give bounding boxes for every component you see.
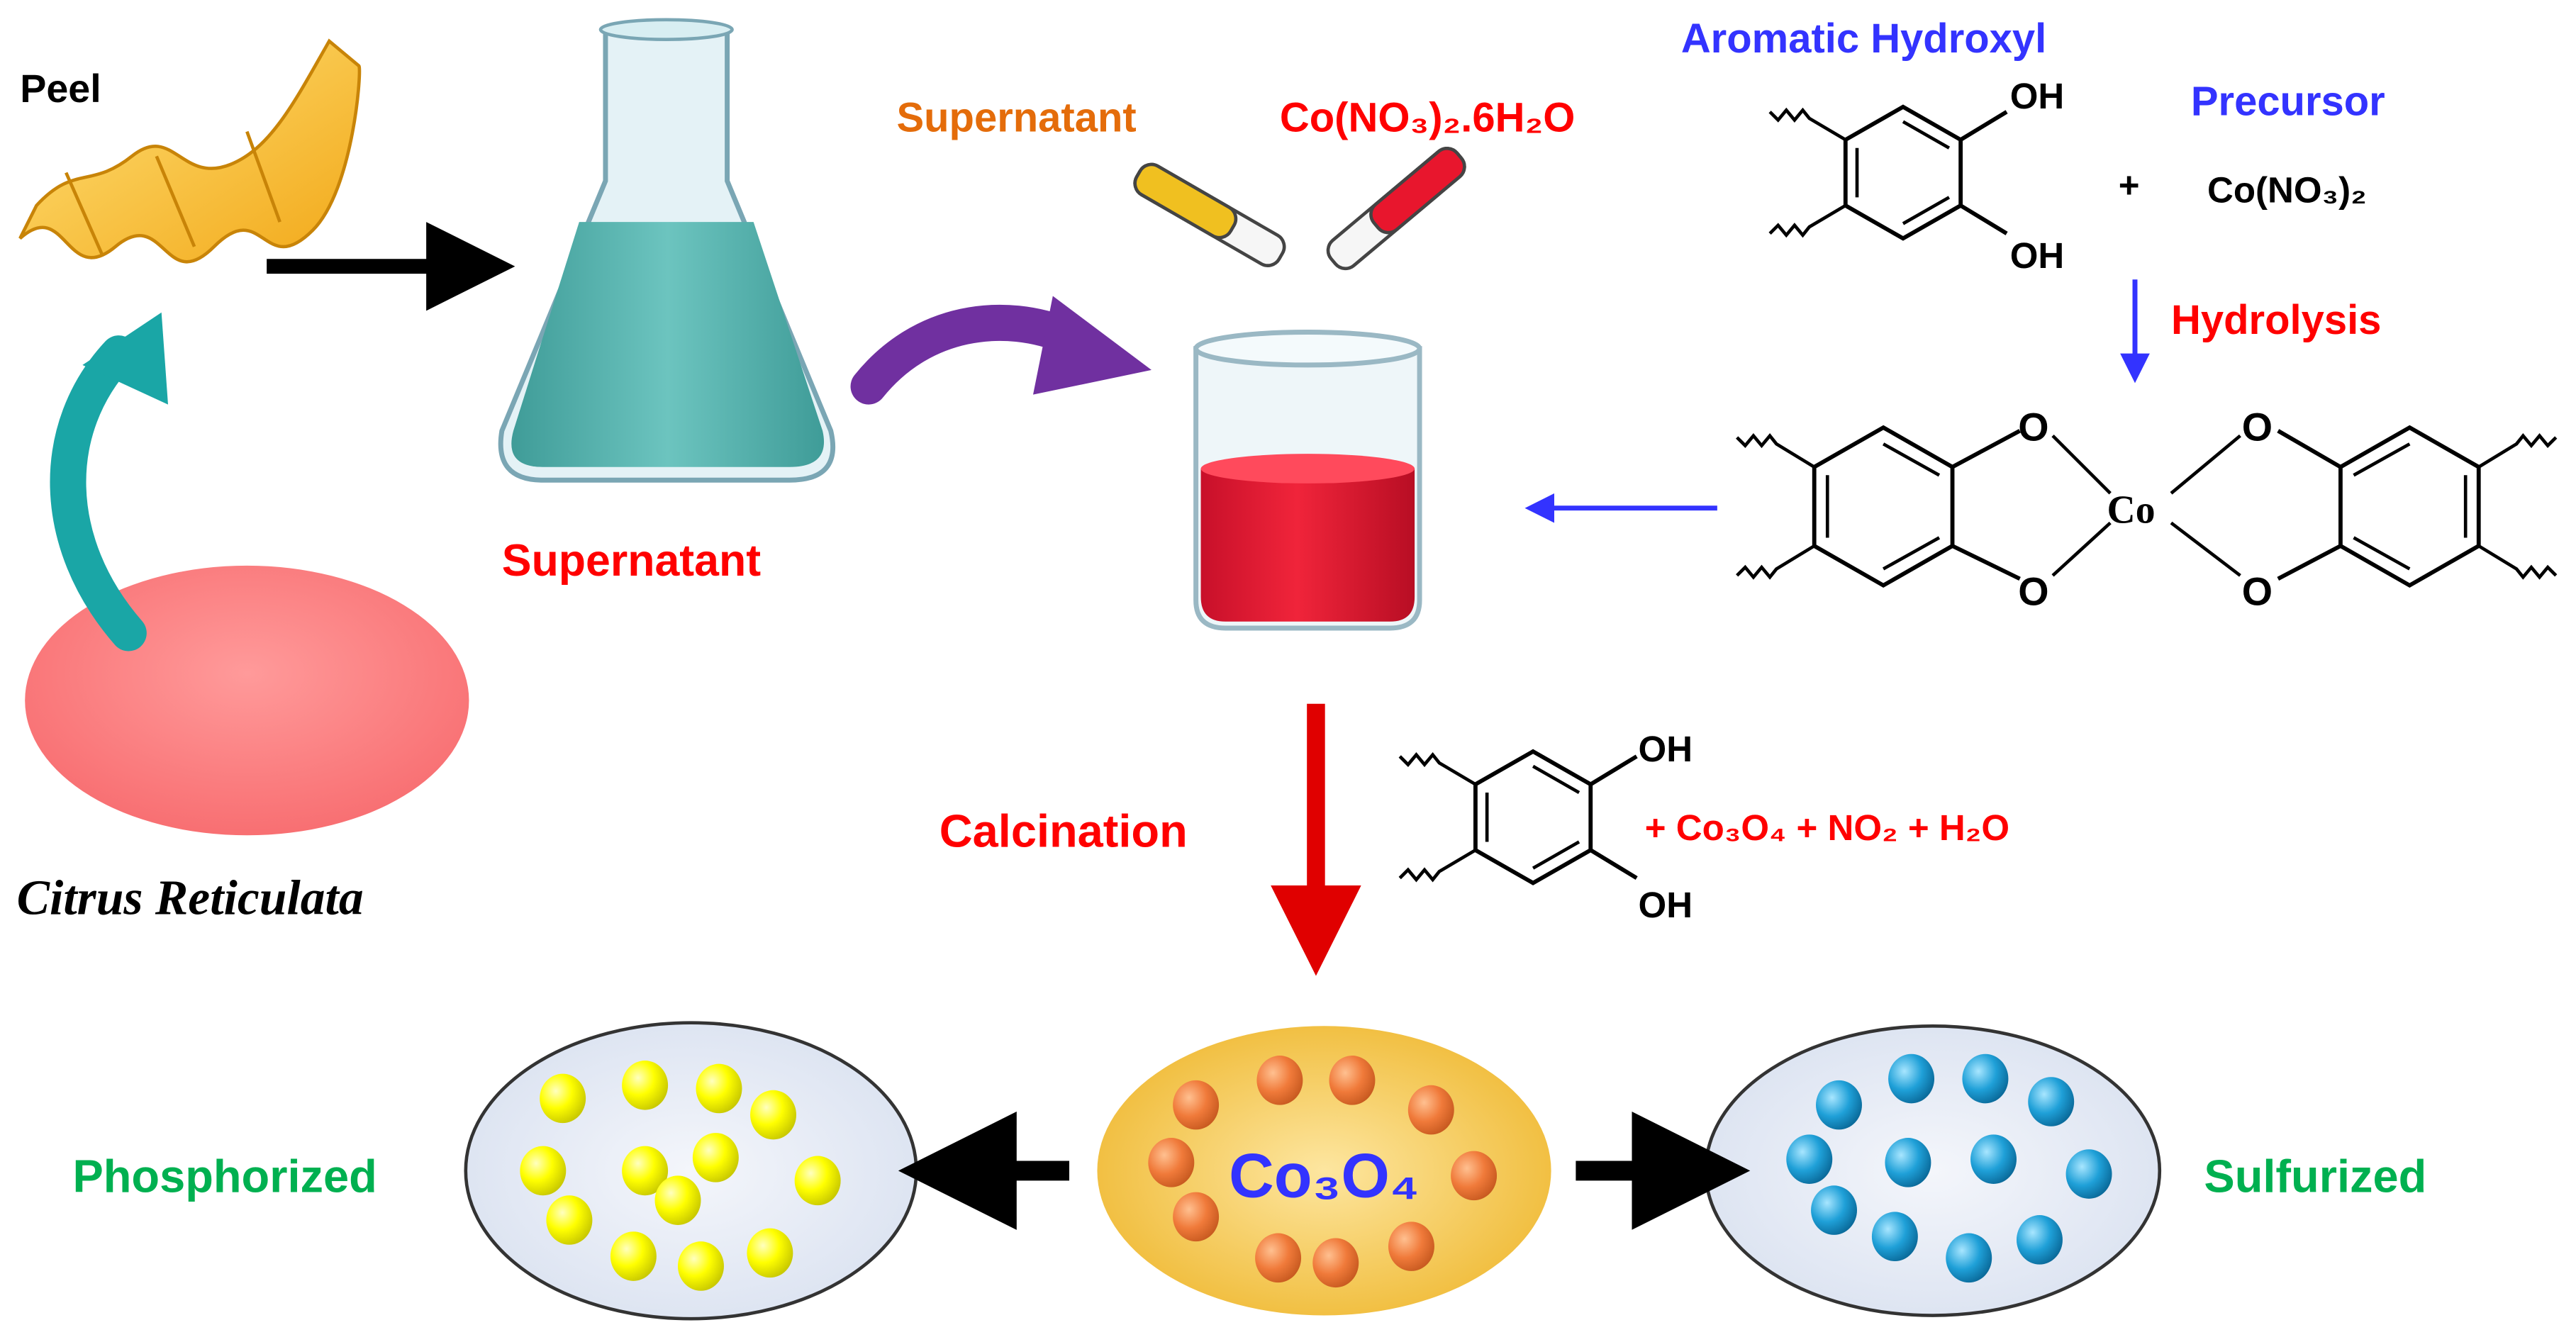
orange-particle xyxy=(1329,1056,1376,1105)
yellow-particle xyxy=(546,1195,593,1245)
orange-particle xyxy=(1407,1085,1454,1135)
complex-o-2: O xyxy=(2018,570,2048,614)
yellow-particle xyxy=(677,1241,724,1291)
blue-particle xyxy=(1946,1233,1992,1283)
catechol-structure-top xyxy=(1768,104,2008,241)
precursor-label: Precursor xyxy=(2191,79,2385,124)
orange-particle xyxy=(1173,1192,1220,1242)
blue-particle xyxy=(1816,1080,1862,1130)
complex-o-3: O xyxy=(2242,406,2273,449)
orange-particle xyxy=(1173,1080,1220,1130)
co-no3-2-label: Co(NO₃)₂ xyxy=(2207,169,2367,210)
blue-particle xyxy=(1811,1185,1858,1235)
orange-particle xyxy=(1148,1138,1195,1187)
co3o4-center-label: Co₃O₄ xyxy=(1229,1141,1420,1211)
blue-particles xyxy=(1786,1053,2112,1283)
yellow-particle xyxy=(520,1146,567,1196)
purple-curved-arrow xyxy=(850,296,1152,405)
sulfurized-label: Sulfurized xyxy=(2204,1151,2426,1202)
blue-particle xyxy=(1888,1053,1935,1104)
beaker-icon xyxy=(1193,330,1422,631)
orange-particle xyxy=(1312,1238,1359,1288)
citrus-label: Citrus Reticulata xyxy=(17,871,364,926)
aromatic-hydroxyl-label: Aromatic Hydroxyl xyxy=(1681,16,2046,62)
orange-particle xyxy=(1256,1056,1303,1105)
yellow-particles xyxy=(520,1061,841,1291)
yellow-particle xyxy=(540,1073,586,1124)
yellow-particle xyxy=(622,1146,669,1196)
orange-particle xyxy=(1451,1151,1498,1201)
complex-o-1: O xyxy=(2018,406,2048,449)
plus-sign: + xyxy=(2119,164,2140,205)
flask-icon xyxy=(498,18,836,483)
orange-particles xyxy=(1148,1056,1498,1288)
blue-particle xyxy=(2016,1215,2063,1265)
blue-particle xyxy=(1962,1053,2009,1104)
teal-curved-arrow xyxy=(50,312,168,652)
blue-particle xyxy=(2065,1149,2112,1199)
yellow-particle xyxy=(750,1090,796,1140)
yellow-particle xyxy=(794,1156,841,1206)
flask-supernatant-label: Supernatant xyxy=(502,536,761,586)
blue-particle xyxy=(1871,1212,1918,1261)
hydrolysis-label: Hydrolysis xyxy=(2171,298,2381,343)
orange-particle xyxy=(1388,1221,1434,1271)
blue-particle xyxy=(1786,1134,1833,1184)
oh-label-bottom-2: OH xyxy=(1639,885,1693,925)
yellow-particle xyxy=(610,1231,657,1281)
peel-label: Peel xyxy=(20,67,101,111)
yellow-particle xyxy=(696,1063,742,1114)
phosphorized-particle-ellipse xyxy=(464,1021,918,1321)
tube-supernatant-label: Supernatant xyxy=(896,96,1136,141)
yellow-particle xyxy=(622,1061,669,1110)
yellow-particle xyxy=(747,1228,793,1278)
phosphorized-label: Phosphorized xyxy=(72,1151,377,1202)
blue-particle xyxy=(1970,1134,2017,1184)
blue-particle xyxy=(1885,1138,1931,1187)
cobalt-complex-structure xyxy=(1736,425,2558,588)
oh-label-bottom-1: OH xyxy=(1639,729,1693,769)
complex-o-4: O xyxy=(2242,570,2273,614)
yellow-particle xyxy=(692,1133,739,1182)
complex-co: Co xyxy=(2107,488,2156,532)
oh-label-top-1: OH xyxy=(2010,76,2065,116)
products-label: + Co₃O₄ + NO₂ + H₂O xyxy=(1645,807,2009,848)
co3o4-particle-ellipse xyxy=(1097,1026,1551,1316)
peel-ribbon-icon xyxy=(18,38,362,264)
blue-particle xyxy=(2028,1077,2075,1126)
sulfurized-particle-ellipse xyxy=(1704,1024,2162,1317)
yellow-test-tube-icon xyxy=(1133,162,1286,267)
red-test-tube-icon xyxy=(1326,147,1466,271)
oh-label-top-2: OH xyxy=(2010,235,2065,276)
calcination-label: Calcination xyxy=(939,805,1188,856)
yellow-particle xyxy=(654,1175,701,1225)
cobalt-nitrate-label: Co(NO₃)₂.6H₂O xyxy=(1280,96,1575,141)
orange-particle xyxy=(1255,1233,1302,1283)
catechol-structure-bottom xyxy=(1398,749,1638,885)
